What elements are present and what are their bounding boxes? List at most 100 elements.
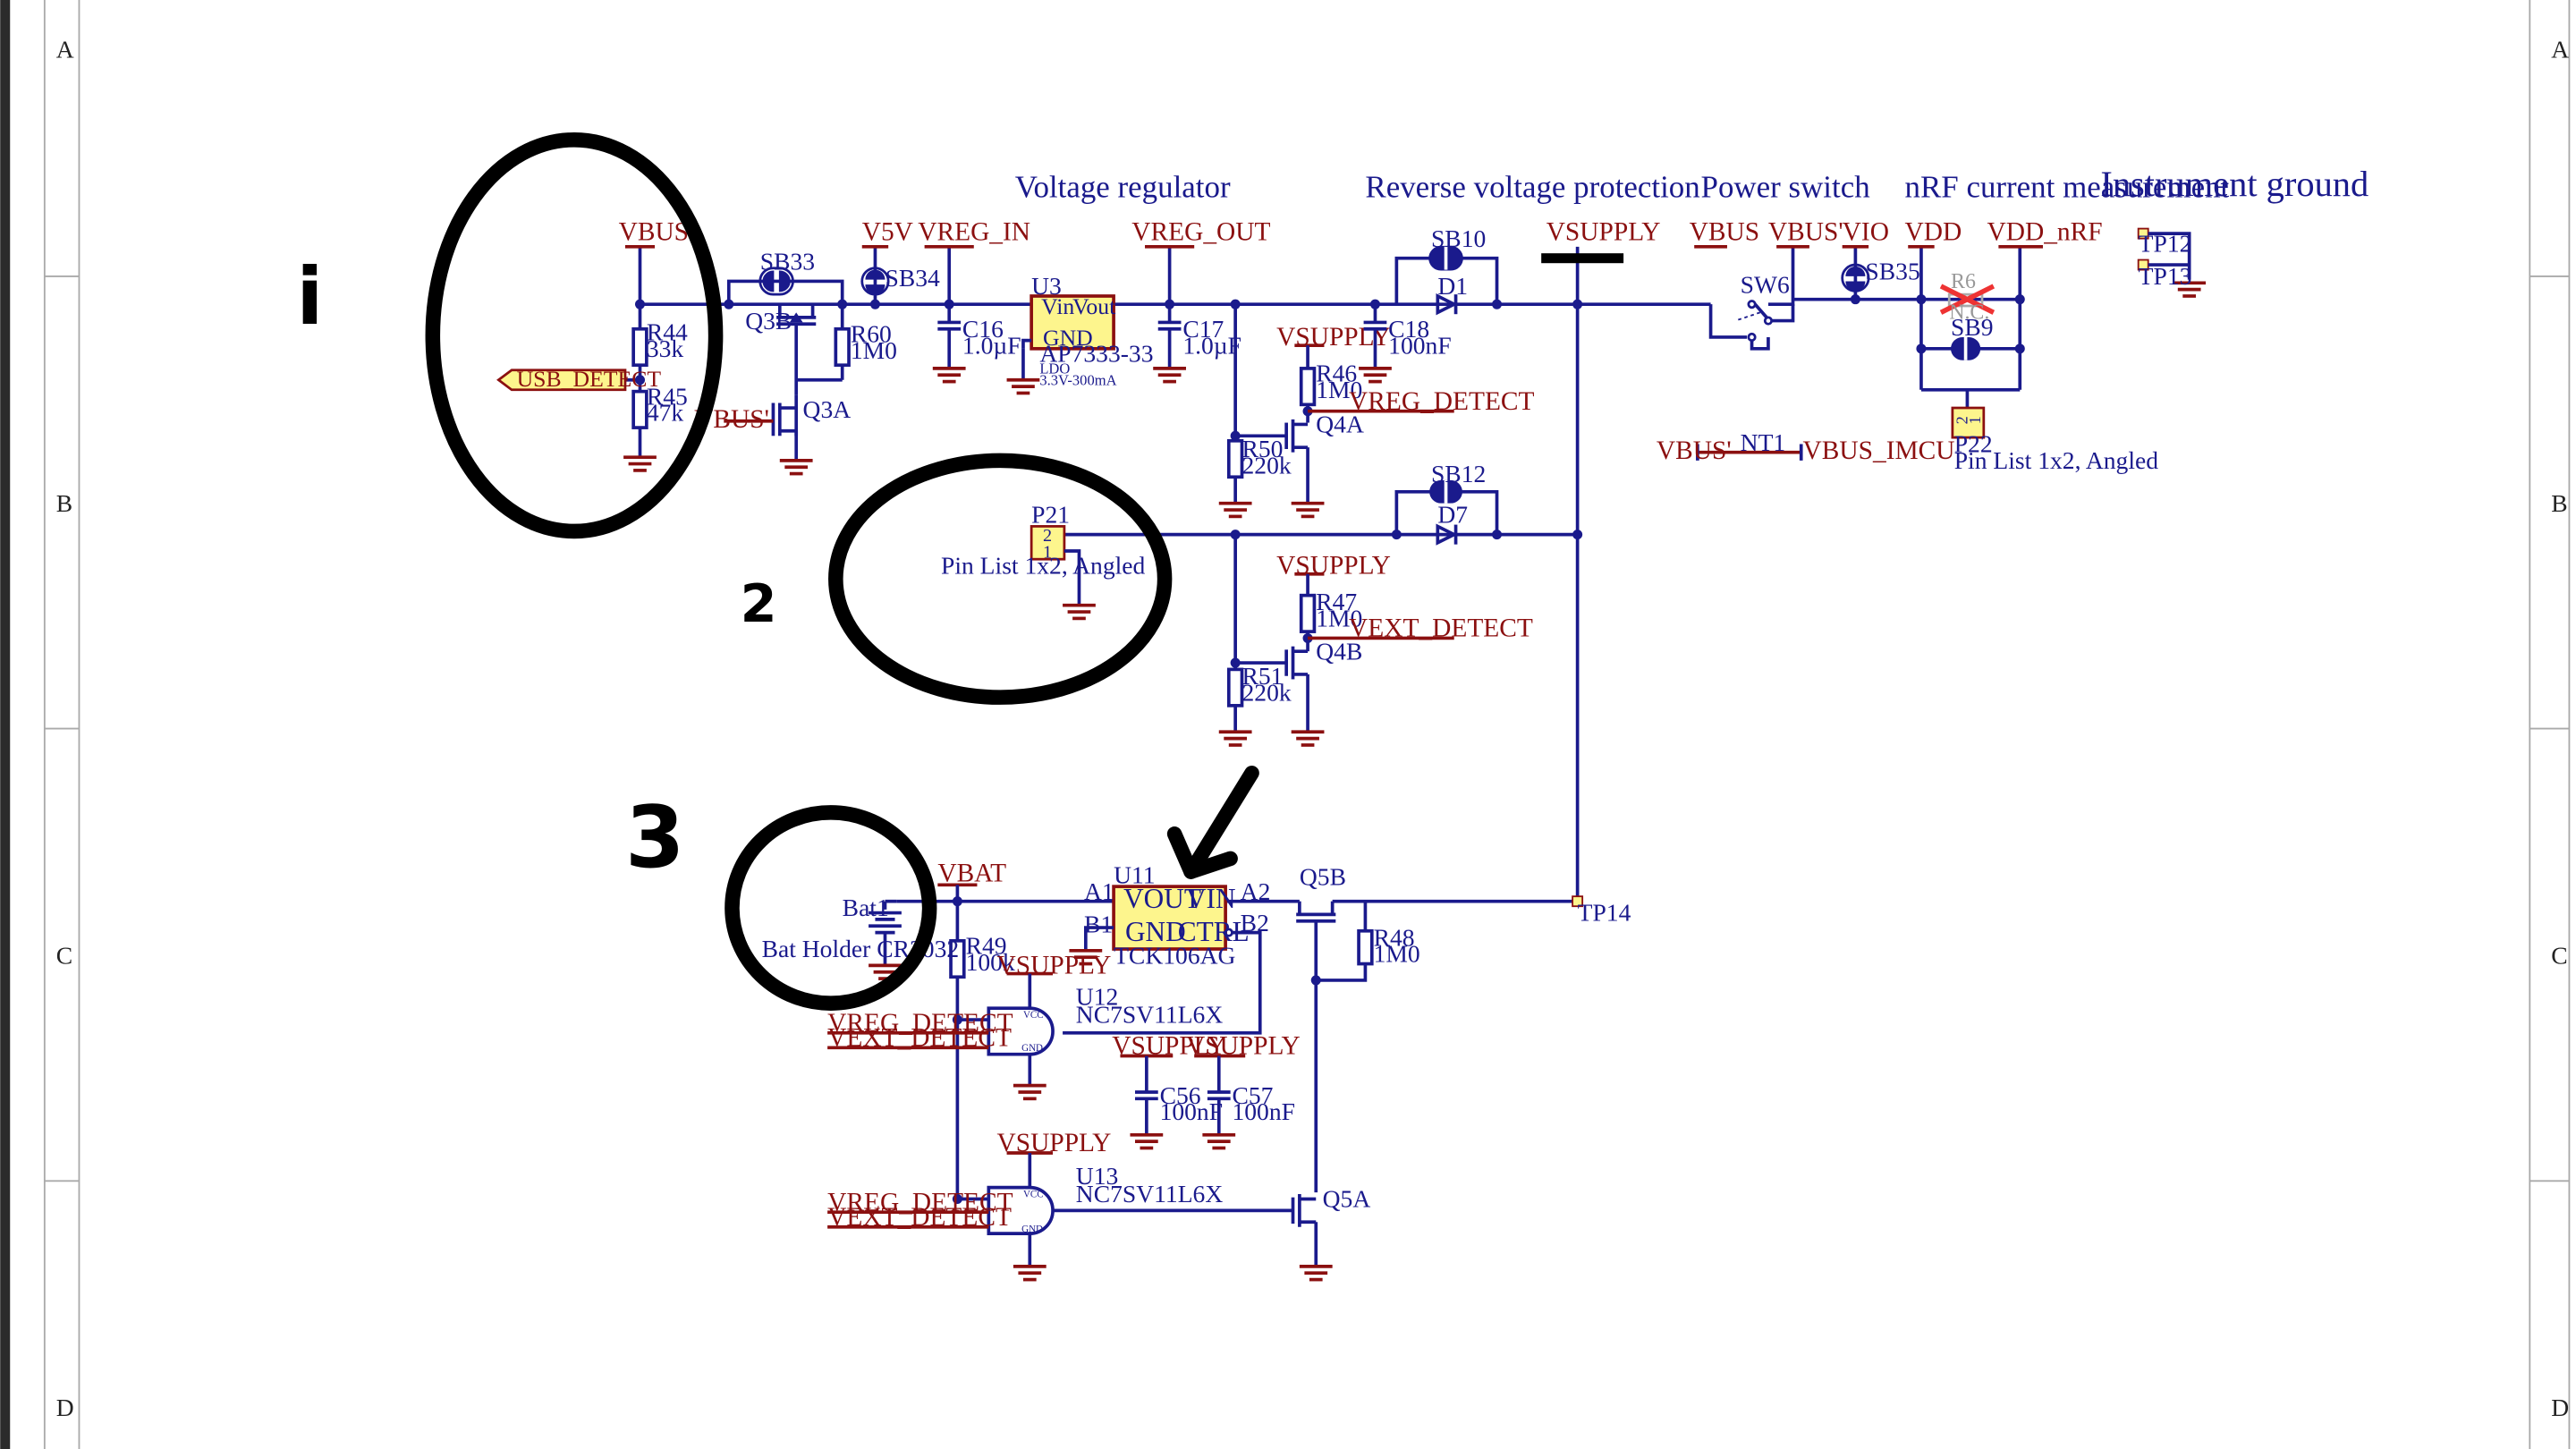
tp14-pad [1572, 895, 1584, 908]
c18-value: 100nF [1388, 331, 1452, 359]
c57-label: C57 [1232, 1081, 1273, 1109]
zone-label-a-left: A [56, 35, 74, 63]
r6-label: R6 [1951, 270, 1976, 293]
u3-label: U3 [1031, 272, 1062, 300]
c56-value: 100nF [1160, 1097, 1224, 1125]
title-instrument-ground: Instrument ground [2100, 164, 2368, 204]
r60-label: R60 [851, 319, 892, 347]
c17-value: 1.0µF [1182, 331, 1241, 359]
u11-gnd-pin: GND [1125, 916, 1186, 947]
p21-pin2: 2 [1043, 526, 1052, 546]
u11-ctrl-pin: CTRL [1178, 916, 1250, 947]
r51-label: R51 [1242, 662, 1284, 690]
tp13-label: TP13 [2139, 262, 2192, 290]
u3-gnd-pin: GND [1043, 325, 1093, 351]
zone-label-d-right: D [2551, 1394, 2569, 1421]
r6-resistor-nc [1939, 284, 1996, 315]
net-vsupply-u12: VSUPPLY [997, 952, 1112, 980]
r51-value: 220k [1242, 678, 1292, 706]
q5b-transistor [1296, 901, 1368, 1193]
u13-gnd-pin: GND [1021, 1224, 1043, 1234]
annotation-label-3: 3 [625, 787, 685, 887]
u13-logic-gate [827, 1153, 1293, 1282]
r48-label: R48 [1374, 923, 1415, 951]
sb9-jumper [1920, 336, 2021, 360]
sb35-label: SB35 [1865, 258, 1919, 285]
annotation-circle-2 [828, 453, 1173, 705]
c17-capacitor [1153, 304, 1186, 384]
u12-logic-gate [827, 973, 1055, 1101]
net-vreg-out: VREG_OUT [1131, 217, 1270, 246]
r6-value: N.C. [1949, 301, 1989, 325]
p21-desc: Pin List 1x2, Angled [941, 552, 1146, 580]
u13-part: NC7SV11L6X [1076, 1180, 1224, 1208]
sb10-jumper [1394, 245, 1499, 305]
r46-resistor [1299, 345, 1454, 423]
net-vsupply-u13: VSUPPLY [997, 1129, 1112, 1157]
r44-value: 33k [647, 335, 684, 362]
r44-label: R44 [647, 318, 688, 346]
net-v5v: V5V [862, 217, 913, 246]
net-vext-detect-u12: VEXT_DETECT [827, 1023, 1012, 1052]
net-vsupply-top: VSUPPLY [1546, 217, 1661, 246]
r60-value: 1M0 [851, 336, 897, 364]
c17-label: C17 [1182, 315, 1224, 343]
u12-vcc-pin: VCC [1023, 1010, 1044, 1021]
c18-label: C18 [1388, 315, 1429, 343]
sb34-label: SB34 [885, 264, 940, 292]
usb-detect-port [496, 369, 627, 392]
c57-capacitor [1202, 1055, 1236, 1150]
c56-label: C56 [1160, 1081, 1201, 1109]
net-vdd: VDD [1905, 217, 1962, 246]
annotation-arrow [1166, 765, 1259, 879]
q4a-transistor [1235, 419, 1325, 519]
tp12-label: TP12 [2139, 229, 2192, 257]
u3-part: AP7333-33 [1039, 340, 1153, 368]
q3a-label: Q3A [803, 395, 852, 423]
r50-resistor [1218, 438, 1252, 519]
r49-value: 100k [966, 948, 1015, 976]
u3-vin-pin: Vin [1041, 293, 1074, 319]
c56-capacitor [1130, 1055, 1164, 1150]
net-vsupply-r47: VSUPPLY [1276, 552, 1391, 580]
annotation-label-1: i [296, 250, 323, 343]
u11-label: U11 [1114, 860, 1155, 888]
q5a-label: Q5A [1323, 1185, 1371, 1213]
sb34-jumper [860, 267, 890, 296]
zone-label-c-right: C [2551, 942, 2567, 970]
u3-desc-1: LDO [1039, 360, 1070, 377]
vsupply-bar [1541, 253, 1624, 264]
r49-label: R49 [966, 932, 1007, 960]
r47-resistor [1299, 573, 1454, 652]
p21-connector [1030, 525, 1096, 621]
net-usb-detect: USB_DETECT [517, 366, 662, 392]
u3-desc-2: 3.3V-300mA [1039, 371, 1116, 388]
title-power-switch: Power switch [1701, 170, 1870, 205]
net-vdd-nrf: VDD_nRF [1987, 217, 2102, 246]
q4a-label: Q4A [1316, 411, 1364, 438]
left-edge-bar [0, 0, 11, 1449]
u3-vout-pin: Vout [1072, 293, 1115, 319]
u11-b1: B1 [1084, 911, 1113, 938]
q4b-transistor [1235, 646, 1325, 747]
d7-label: D7 [1437, 501, 1468, 529]
svg-text:2: 2 [1953, 416, 1970, 424]
sb35-jumper [1841, 263, 1870, 292]
d1-label: D1 [1437, 272, 1468, 300]
title-voltage-regulator: Voltage regulator [1015, 170, 1231, 205]
net-vext-detect-q4b: VEXT_DETECT [1349, 614, 1533, 643]
net-vext-detect-u13: VEXT_DETECT [827, 1203, 1012, 1232]
net-vsupply-c57: VSUPPLY [1186, 1032, 1301, 1061]
u12-label: U12 [1076, 983, 1119, 1011]
net-vreg-detect-u12: VREG_DETECT [827, 1009, 1013, 1038]
c16-label: C16 [962, 315, 1004, 343]
r47-label: R47 [1316, 588, 1357, 615]
zone-label-a-right: A [2551, 35, 2569, 63]
annotation-circle-1 [425, 132, 724, 539]
q3a-transistor [724, 394, 813, 476]
r45-value: 47k [647, 399, 684, 427]
c57-value: 100nF [1232, 1097, 1295, 1125]
q4b-label: Q4B [1316, 637, 1362, 665]
r47-value: 1M0 [1316, 605, 1362, 632]
net-vreg-detect-q4a: VREG_DETECT [1349, 387, 1534, 416]
